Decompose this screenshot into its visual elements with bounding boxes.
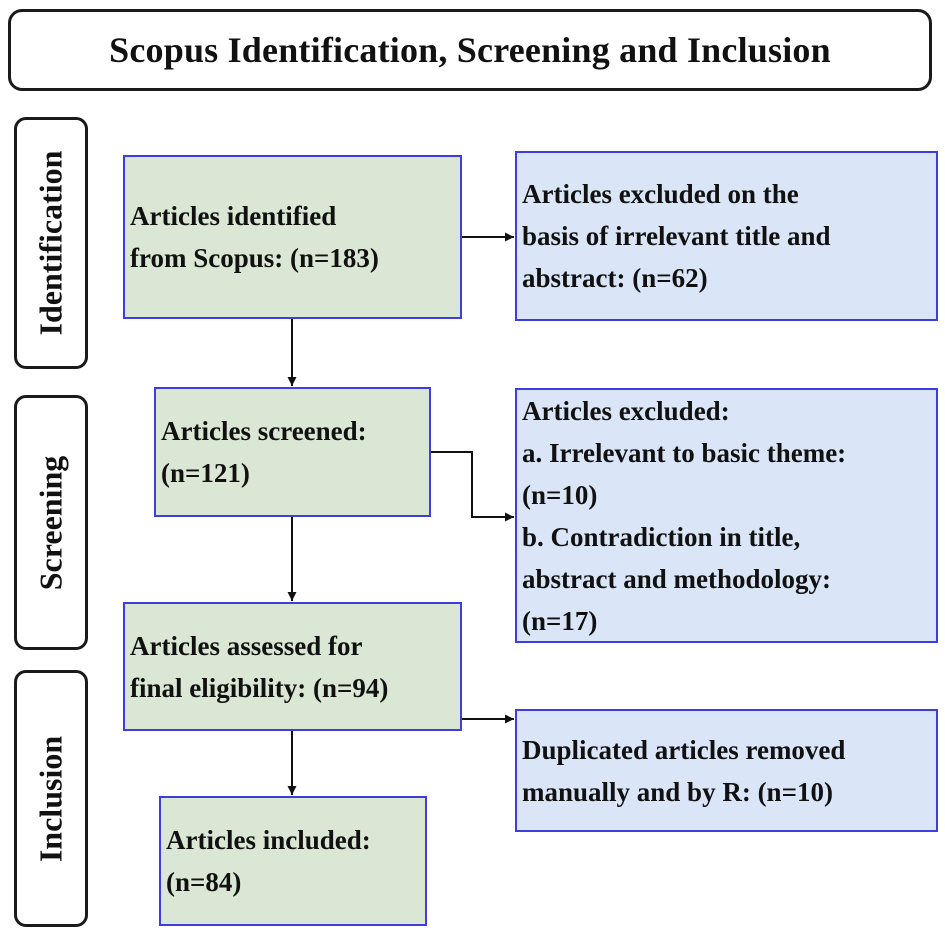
arrow-screened-to-excluded (430, 451, 514, 522)
box-line: abstract and methodology: (522, 563, 831, 594)
box-line: Articles screened: (161, 416, 367, 446)
box-duplicates-removed: Duplicated articles removed manually and… (515, 709, 938, 832)
stage-identification: Identification (14, 117, 88, 369)
box-line: Duplicated articles removed (522, 734, 846, 765)
box-line: (n=17) (522, 605, 598, 636)
box-line: Articles included: (166, 825, 371, 855)
box-line: abstract: (n=62) (522, 263, 708, 293)
box-line: from Scopus: (n=183) (130, 243, 379, 273)
box-articles-assessed: Articles assessed for final eligibility:… (123, 602, 462, 731)
box-line: Articles excluded on the (522, 179, 799, 209)
box-line: basis of irrelevant title and (522, 221, 831, 251)
box-line: Articles identified (130, 201, 337, 231)
box-line: a. Irrelevant to basic theme: (522, 437, 847, 468)
box-articles-screened: Articles screened: (n=121) (154, 387, 431, 517)
box-line: manually and by R: (n=10) (522, 776, 833, 807)
box-articles-identified: Articles identified from Scopus: (n=183) (123, 155, 462, 319)
box-line: Articles assessed for (130, 630, 363, 661)
stage-screening: Screening (14, 395, 88, 650)
box-line: final eligibility: (n=94) (130, 672, 389, 703)
diagram-title: Scopus Identification, Screening and Inc… (8, 9, 932, 91)
box-excluded-title-abstract: Articles excluded on the basis of irrele… (515, 151, 938, 321)
box-line: (n=121) (161, 458, 250, 488)
box-line: b. Contradiction in title, (522, 521, 801, 552)
box-articles-included: Articles included: (n=84) (159, 796, 427, 926)
box-line: (n=84) (166, 867, 242, 897)
box-line: (n=10) (522, 479, 598, 510)
stage-inclusion: Inclusion (14, 670, 88, 927)
box-excluded-screening: Articles excluded: a. Irrelevant to basi… (515, 388, 938, 643)
box-line: Articles excluded: (522, 395, 730, 426)
